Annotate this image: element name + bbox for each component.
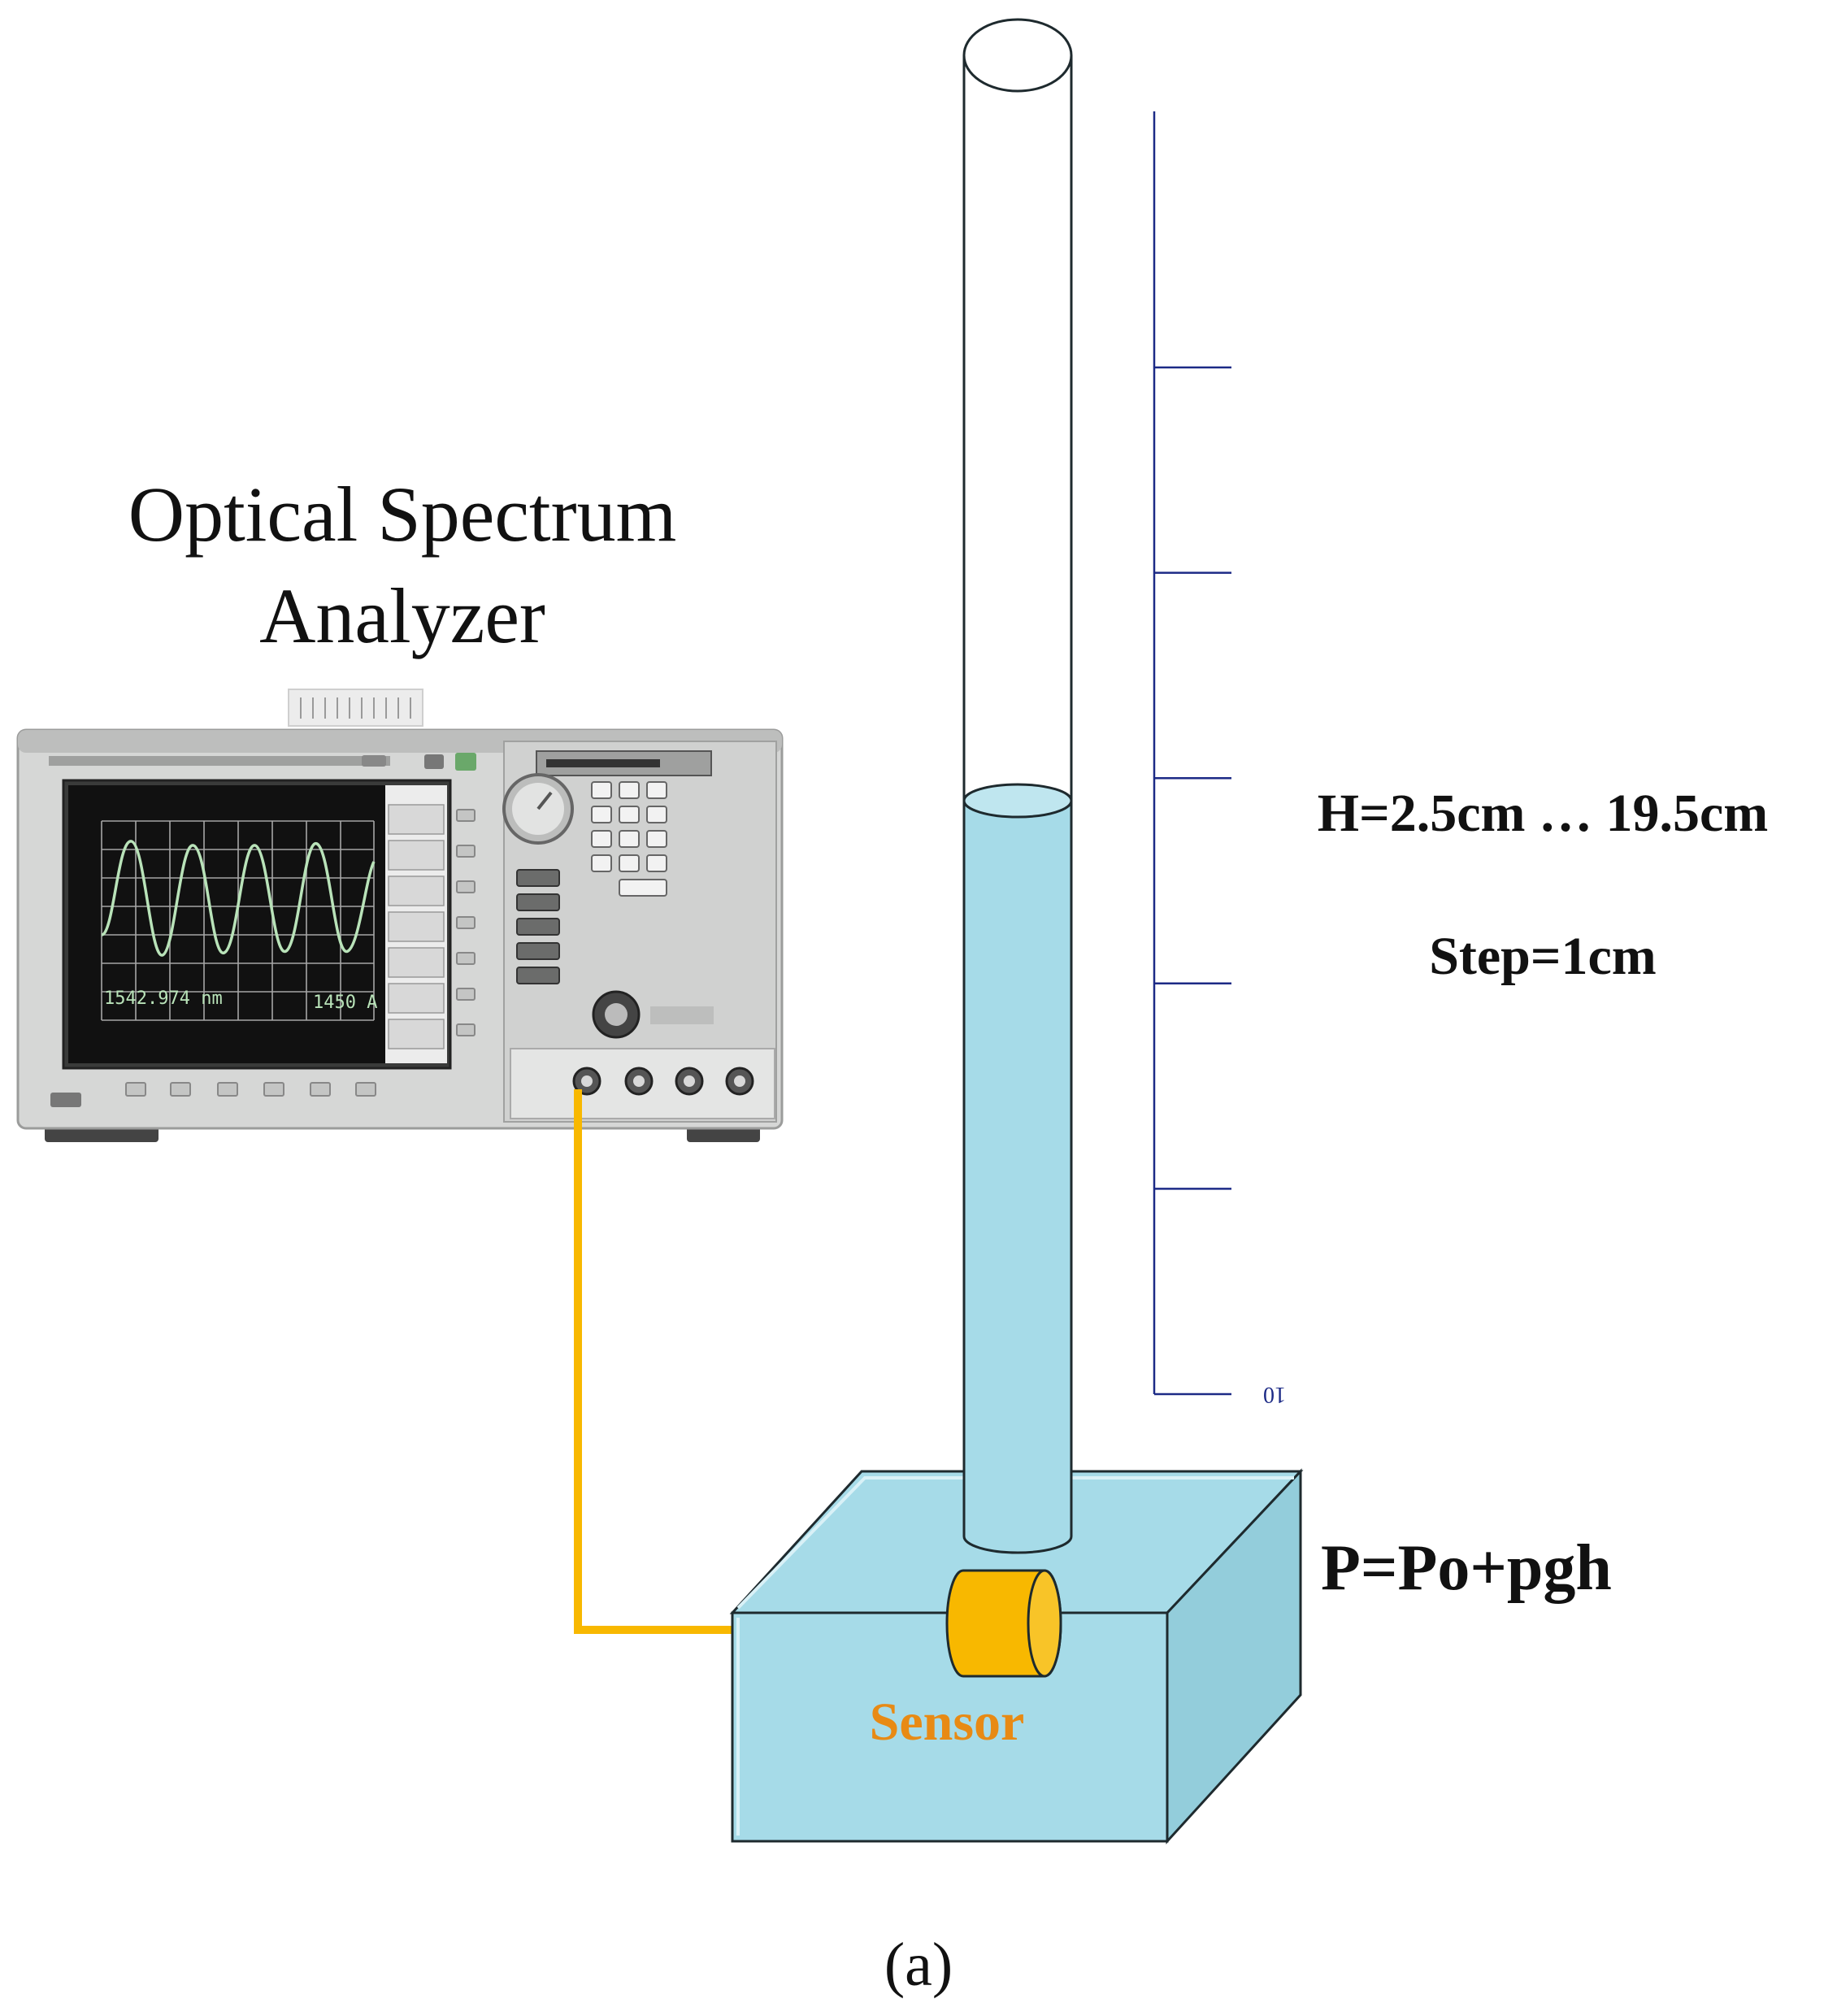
osa-sticker [288,689,423,727]
scale-end-label: 10 [1263,1382,1286,1407]
osa-readout-left: 1542.974 nm [104,988,223,1009]
osa-title-line2: Analyzer [259,572,545,659]
osa-title-line1: Optical Spectrum [128,471,676,558]
pressure-formula: P=Po+pgh [1321,1532,1612,1604]
osa-screen [68,785,385,1063]
sensor [945,1569,1062,1678]
height-range-label: H=2.5cm … 19.5cm [1318,784,1769,843]
optical-spectrum-analyzer: 1542.974 nm 1450 A [16,689,784,1142]
tube-empty-section [964,55,1071,801]
graduated-tube [962,18,1073,1554]
optical-fiber [574,1089,736,1634]
container-side-face [1166,1468,1302,1844]
sensor-end-face [1027,1569,1062,1678]
tube-top-rim [962,18,1073,93]
osa-readout-right: 1450 A [313,993,377,1013]
step-label: Step=1cm [1429,927,1657,986]
tube-water-column [964,801,1071,1536]
osa-spectrum-trace [101,840,376,957]
sensor-label: Sensor [870,1692,1025,1752]
water-surface [962,783,1073,819]
height-scale [1153,111,1231,1396]
panel-label: (a) [884,1931,953,1999]
